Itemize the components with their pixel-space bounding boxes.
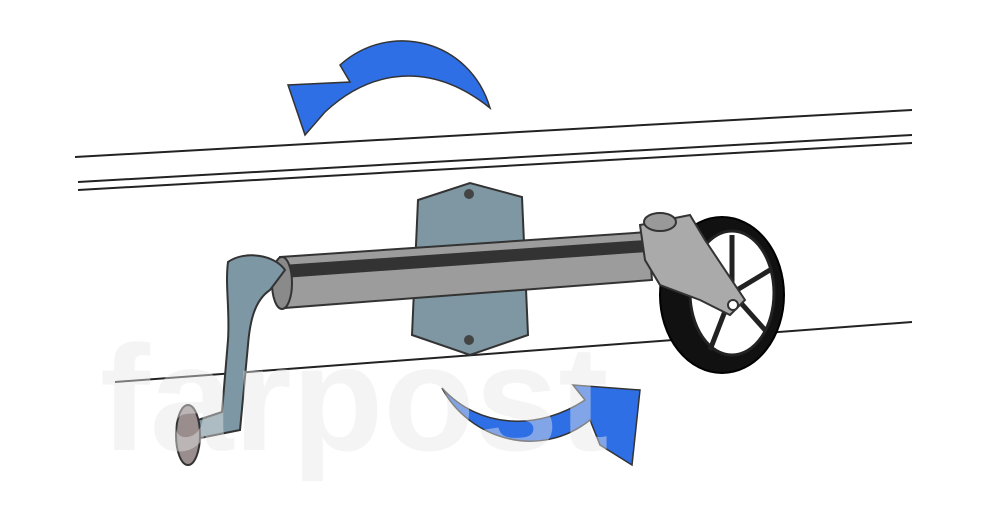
crank-knob	[175, 404, 201, 466]
rail-bottom-line	[114, 321, 913, 383]
rail-top-line	[74, 109, 913, 158]
rotation-arrow-top	[286, 40, 492, 137]
wheel-fork	[638, 212, 747, 317]
rail-mid-line	[77, 134, 913, 183]
bolt-icon	[464, 335, 474, 345]
bolt-icon	[464, 189, 474, 199]
crank-handle	[175, 254, 287, 466]
rail-lines	[74, 109, 913, 383]
rail-mid-line-2	[77, 142, 913, 191]
rotation-arrow-bottom	[441, 384, 641, 467]
watermark: farpost	[100, 314, 608, 482]
